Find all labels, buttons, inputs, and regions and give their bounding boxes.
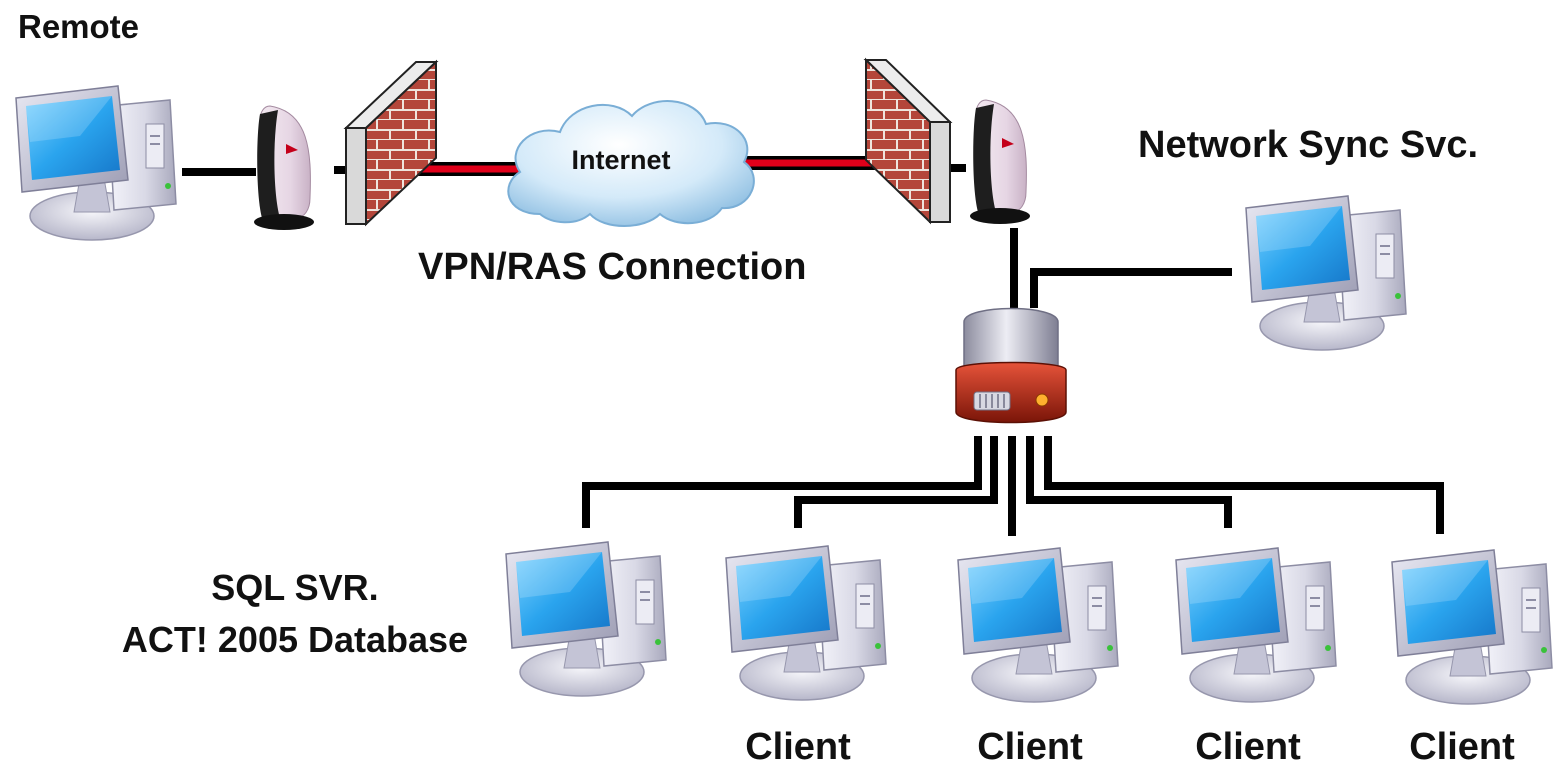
label-client: Client bbox=[1195, 726, 1301, 768]
label-sql-line1: SQL SVR. bbox=[211, 567, 379, 608]
link-switch-client-1 bbox=[794, 436, 998, 528]
label-sql-server: SQL SVR. ACT! 2005 Database bbox=[90, 562, 500, 666]
computer-icon-sync bbox=[1245, 195, 1407, 351]
label-remote: Remote bbox=[18, 8, 140, 45]
link-switch-sql bbox=[582, 436, 982, 528]
computer-icon-sql-server bbox=[505, 541, 667, 697]
link-switch-client-4 bbox=[1044, 436, 1444, 534]
firewall-icon bbox=[343, 59, 439, 227]
cloud-icon bbox=[507, 100, 755, 227]
computer-icon-client-2 bbox=[957, 547, 1119, 703]
label-client: Client bbox=[977, 726, 1083, 768]
router-icon bbox=[969, 99, 1031, 225]
label-vpn-connection: VPN/RAS Connection bbox=[418, 246, 807, 288]
label-client: Client bbox=[745, 726, 851, 768]
router-icon bbox=[253, 105, 315, 231]
connection-lines bbox=[182, 164, 1444, 536]
vpn-tunnel bbox=[396, 156, 880, 176]
link-sync-switch bbox=[1030, 268, 1232, 308]
link-switch-client-3 bbox=[1026, 436, 1232, 528]
label-network-sync: Network Sync Svc. bbox=[1138, 124, 1479, 166]
computer-icon-client-4 bbox=[1391, 549, 1553, 705]
label-client: Client bbox=[1409, 726, 1515, 768]
computer-icon-client-1 bbox=[725, 545, 887, 701]
label-sql-line2: ACT! 2005 Database bbox=[121, 619, 469, 660]
computer-icon-remote bbox=[15, 85, 177, 241]
label-internet: Internet bbox=[571, 145, 671, 175]
computer-icon-client-3 bbox=[1175, 547, 1337, 703]
network-switch-icon bbox=[955, 307, 1067, 424]
firewall-icon bbox=[863, 57, 953, 225]
